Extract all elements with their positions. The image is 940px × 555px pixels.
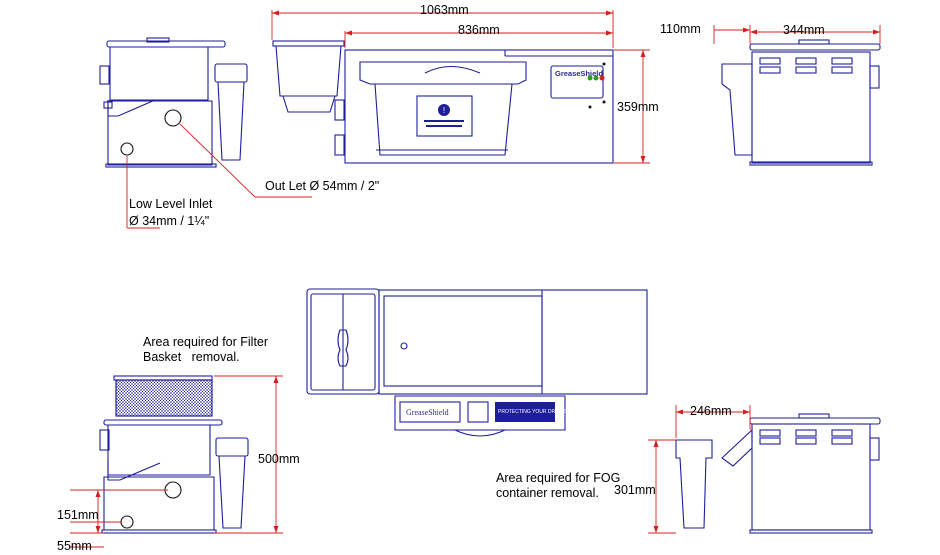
filter-basket-callout: Area required for Filter Basket removal. — [143, 335, 269, 364]
outlet-callout: Out Let Ø 54mm / 2" — [265, 179, 380, 193]
basket-view-ports — [120, 481, 182, 529]
top-dimension-lines — [126, 10, 881, 229]
fog-container-callout: Area required for FOG container removal. — [496, 471, 621, 500]
inlet-callout-line1: Low Level Inlet — [129, 197, 213, 211]
top-dimension-arrows — [272, 10, 880, 163]
side-view-left — [99, 37, 248, 168]
warning-label: ! — [424, 104, 464, 127]
bottom-dimension-lines — [70, 375, 751, 548]
side-view-ports — [120, 109, 182, 156]
control-panel-indicators — [587, 62, 606, 109]
plan-brand-label: GreaseShield — [406, 408, 449, 417]
overall-length-label: 1063mm — [420, 3, 469, 17]
panel-brand-label: GreaseShield — [555, 69, 603, 78]
tank-length-label: 836mm — [458, 23, 500, 37]
tank-width-label: 344mm — [783, 23, 825, 37]
basket-removal-view — [99, 375, 249, 534]
plan-view — [306, 288, 648, 437]
plan-view-label-fill — [495, 402, 555, 422]
plan-tagline-label: PROTECTING YOUR DRAINS — [498, 409, 567, 415]
fog-width-label: 246mm — [690, 404, 732, 418]
svg-text:!: ! — [443, 106, 445, 115]
outlet-height-label: 151mm — [57, 508, 99, 522]
fog-height-label: 301mm — [614, 483, 656, 497]
end-view-right — [721, 39, 881, 166]
bottom-dimension-arrows — [95, 376, 750, 533]
inlet-height-label: 55mm — [57, 539, 92, 553]
fog-container-view — [675, 413, 881, 534]
tank-height-label: 359mm — [617, 100, 659, 114]
inlet-callout-line2: Ø 34mm / 1¼" — [129, 214, 210, 228]
front-view-main — [272, 40, 614, 164]
basket-clearance-label: 500mm — [258, 452, 300, 466]
inlet-offset-label: 110mm — [660, 22, 701, 36]
